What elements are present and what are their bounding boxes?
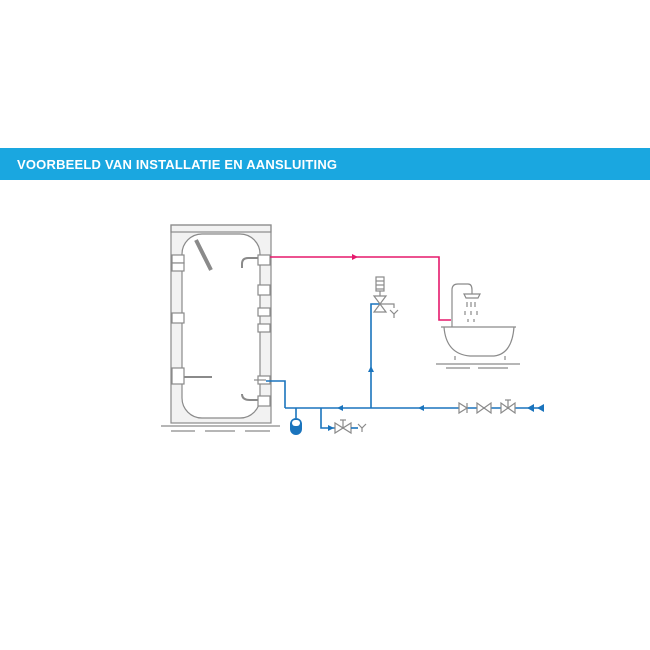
cold-water-line [266,303,540,429]
cold-flow-arrow [328,425,334,431]
cold-flow-arrow [368,366,374,372]
drain-valve-icon [334,419,358,435]
title-banner: VOORBEELD VAN INSTALLATIE EN AANSLUITING [0,148,650,180]
storage-tank-icon [161,224,280,432]
page-title: VOORBEELD VAN INSTALLATIE EN AANSLUITING [17,156,338,172]
supply-arrow [527,404,534,412]
drain-funnel-icon [357,423,367,432]
pressure-reducer-icon [500,399,516,415]
supply-arrow [537,404,544,412]
check-valve-icon [458,401,469,415]
bathtub-shower-icon [436,283,520,369]
stop-valve-icon [476,401,492,415]
cold-flow-arrow [337,405,343,411]
hot-water-line [270,254,451,321]
safety-valve-icon [372,276,395,313]
cold-flow-arrow [418,405,424,411]
expansion-vessel-icon [290,418,302,435]
drain-funnel-icon [389,309,399,318]
hot-flow-arrow [352,254,358,260]
